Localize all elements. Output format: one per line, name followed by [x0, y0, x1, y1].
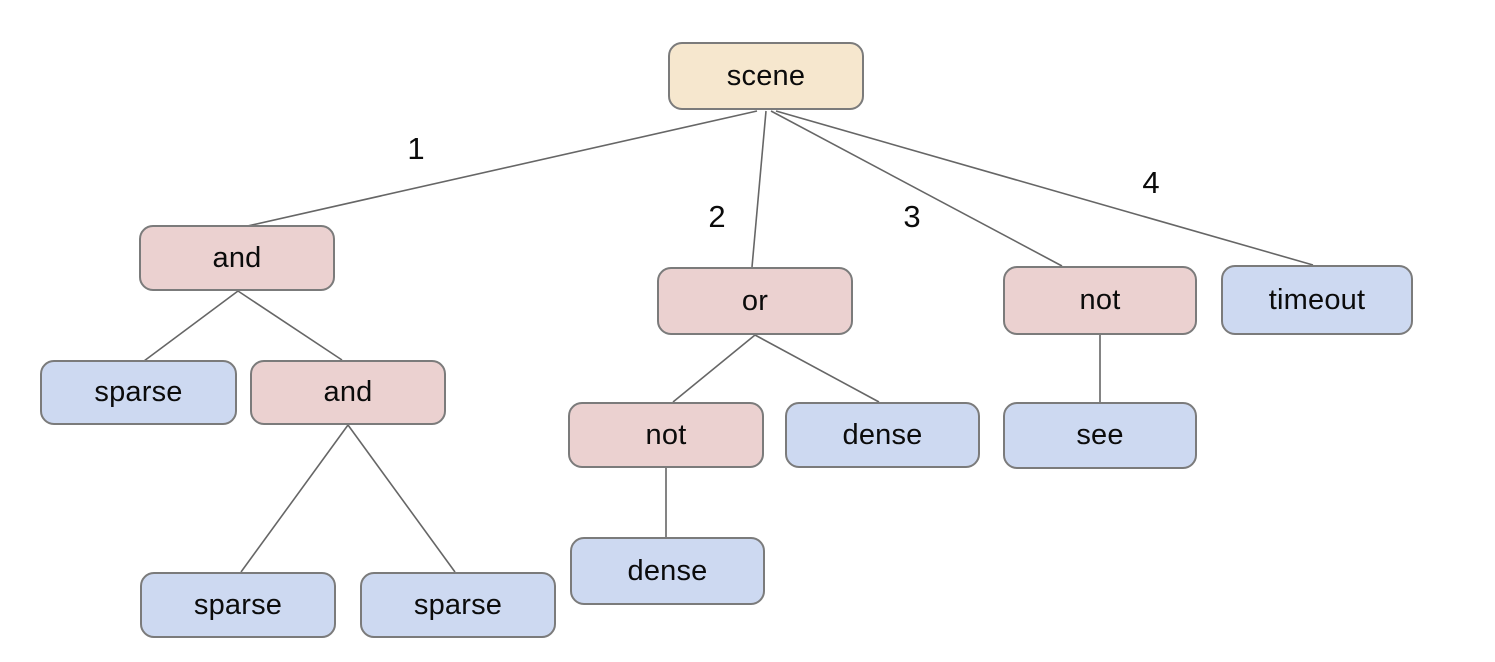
node-not-right: not [1003, 266, 1197, 335]
edge-label-3: 3 [903, 199, 921, 234]
node-timeout: timeout [1221, 265, 1413, 335]
node-and-2: and [250, 360, 446, 425]
node-dense-2: dense [570, 537, 765, 605]
node-sparse-3: sparse [360, 572, 556, 638]
edge-and-and [237, 290, 343, 361]
node-not-mid: not [568, 402, 764, 468]
node-sparse-1: sparse [40, 360, 237, 425]
edge-scene-not [770, 110, 1063, 267]
node-or: or [657, 267, 853, 335]
edge-label-2: 2 [708, 199, 726, 234]
node-and-1: and [139, 225, 335, 291]
node-sparse-2: sparse [140, 572, 336, 638]
edge-scene-timeout [775, 110, 1314, 266]
node-scene: scene [668, 42, 864, 110]
edge-and-sparse [143, 290, 239, 362]
edge-scene-or [751, 110, 767, 268]
edge-label-1: 1 [407, 131, 425, 166]
edge-and2-sparse [240, 424, 349, 573]
edge-and2-sparse2 [347, 424, 456, 573]
node-dense-1: dense [785, 402, 980, 468]
edge-or-not [672, 334, 756, 403]
edge-label-4: 4 [1142, 165, 1160, 200]
edge-or-dense [754, 334, 880, 403]
node-see: see [1003, 402, 1197, 469]
edge-scene-and [242, 110, 758, 228]
